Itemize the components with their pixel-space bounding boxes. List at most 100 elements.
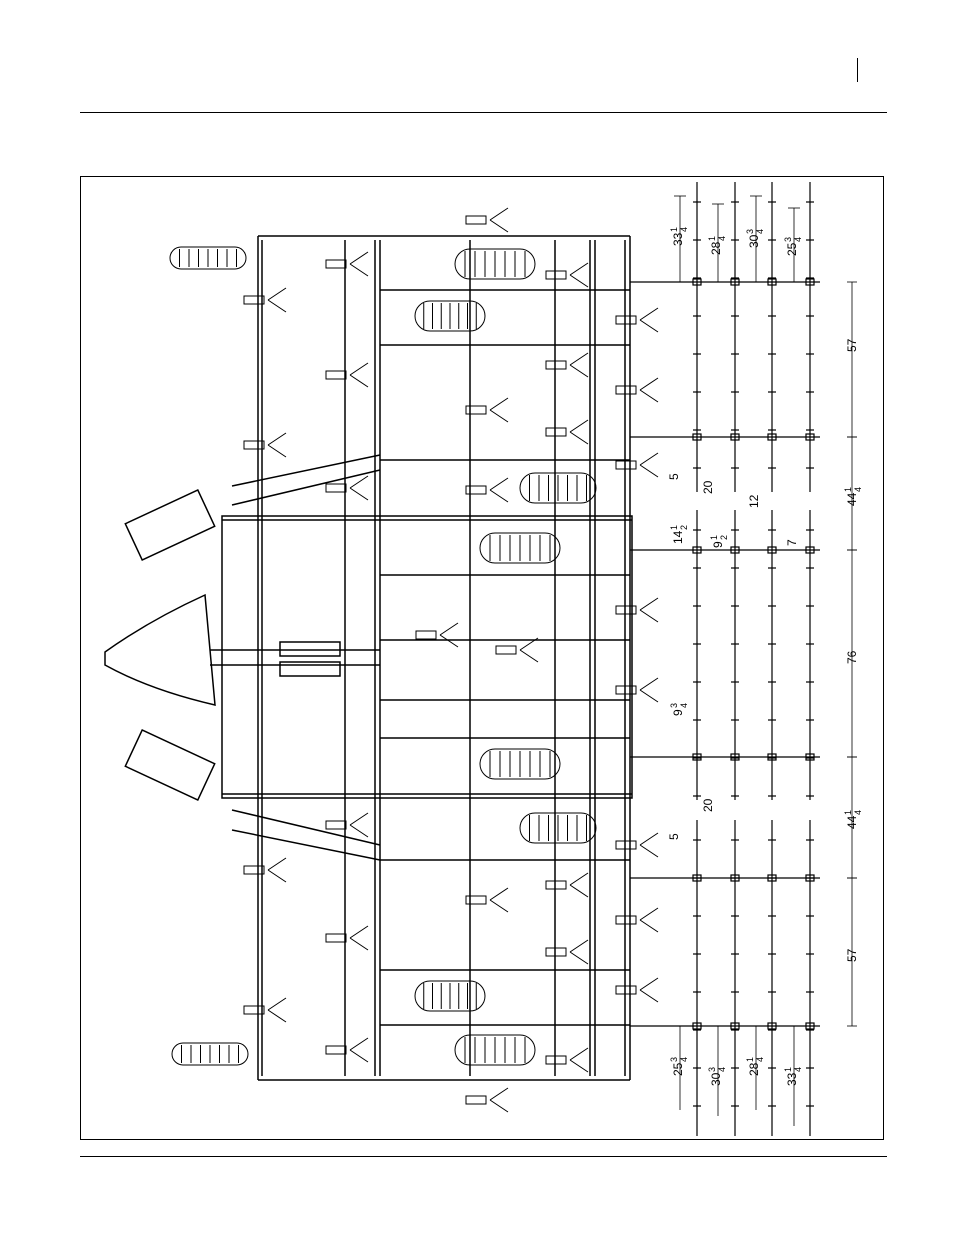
shank-sweep-8	[350, 926, 368, 950]
shank-mount-3	[244, 1006, 264, 1014]
svg-text:33: 33	[785, 1072, 799, 1086]
shank-mount-23	[616, 461, 636, 469]
dim-bottom-row-4: 33 1 4	[783, 1067, 803, 1086]
dim-span-upper-wing: 57	[845, 338, 859, 352]
svg-text:1: 1	[745, 1057, 755, 1062]
svg-text:33: 33	[671, 232, 685, 246]
shank-mount-13	[466, 896, 486, 904]
shank-mount-0	[244, 296, 264, 304]
svg-text:1: 1	[709, 535, 719, 540]
shank-mount-26	[616, 841, 636, 849]
svg-text:4: 4	[853, 487, 863, 492]
shank-sweep-28	[640, 978, 658, 1002]
shank-sweep-24	[640, 598, 658, 622]
svg-text:4: 4	[717, 236, 727, 241]
shank-sweep-16	[570, 353, 588, 377]
dim-span-upper-gap: 44 1 4	[843, 487, 863, 506]
svg-text:25: 25	[671, 1062, 685, 1076]
svg-text:28: 28	[747, 1062, 761, 1076]
wing-fold-upper-2	[232, 470, 380, 505]
wing-fold-lower-2	[232, 830, 380, 860]
shank-mount-17	[546, 428, 566, 436]
svg-text:9: 9	[671, 709, 685, 716]
shank-sweep-10	[490, 208, 508, 232]
svg-text:76: 76	[845, 650, 859, 664]
dim-span-lower-gap: 44 1 4	[843, 810, 863, 829]
shank-mount-25	[616, 686, 636, 694]
wing-fold-upper-1	[232, 455, 380, 486]
shank-mount-2	[244, 866, 264, 874]
shank-sweep-5	[350, 363, 368, 387]
svg-text:1: 1	[669, 227, 679, 232]
frame-structure	[105, 236, 632, 1080]
svg-text:1: 1	[843, 487, 853, 492]
hitch-cylinder-upper	[125, 490, 214, 560]
svg-text:12: 12	[747, 494, 761, 508]
shank-sweep-22	[640, 378, 658, 402]
hitch-cylinder-lower	[125, 730, 214, 800]
shank-mount-11	[466, 406, 486, 414]
svg-text:20: 20	[701, 480, 715, 494]
center-frame	[222, 516, 632, 798]
svg-text:2: 2	[719, 535, 729, 540]
dim-offset-upper-20: 20	[701, 480, 715, 494]
dim-bottom-row-2: 30 3 4	[707, 1067, 727, 1086]
shank-sweep-2	[268, 858, 286, 882]
shank-sweep-30	[440, 623, 458, 647]
svg-text:14: 14	[671, 530, 685, 544]
shank-mount-14	[466, 1096, 486, 1104]
shank-mount-19	[546, 948, 566, 956]
shank-sweep-13	[490, 888, 508, 912]
shank-mount-22	[616, 386, 636, 394]
shank-sweep-18	[570, 873, 588, 897]
shank-mount-7	[326, 821, 346, 829]
svg-text:3: 3	[783, 237, 793, 242]
harrow-section	[630, 182, 820, 1136]
dim-bottom-row-1: 25 3 4	[669, 1057, 689, 1076]
dim-center-c: 12	[747, 494, 761, 508]
svg-text:4: 4	[853, 810, 863, 815]
svg-text:4: 4	[755, 229, 765, 234]
shank-mount-28	[616, 986, 636, 994]
svg-text:25: 25	[785, 242, 799, 256]
shank-sweep-6	[350, 476, 368, 500]
svg-text:1: 1	[707, 236, 717, 241]
shank-mount-27	[616, 916, 636, 924]
shank-sweep-19	[570, 940, 588, 964]
svg-text:4: 4	[717, 1067, 727, 1072]
shank-mount-24	[616, 606, 636, 614]
shank-sweep-26	[640, 833, 658, 857]
dim-top-row-3: 30 3 4	[745, 229, 765, 248]
svg-text:4: 4	[679, 227, 689, 232]
shank-mount-21	[616, 316, 636, 324]
shank-sweep-0	[268, 288, 286, 312]
svg-text:1: 1	[783, 1067, 793, 1072]
dim-center-d: 7	[785, 539, 799, 546]
svg-text:5: 5	[667, 473, 681, 480]
dim-offset-upper-5: 5	[667, 473, 681, 480]
svg-text:4: 4	[793, 1067, 803, 1072]
dim-center-b: 9 1 2	[709, 535, 729, 548]
hydraulic-cylinder-2	[280, 662, 340, 676]
shank-mount-12	[466, 486, 486, 494]
wing-fold-lower-1	[232, 810, 380, 845]
shank-mount-30	[416, 631, 436, 639]
shank-sweep-14	[490, 1088, 508, 1112]
svg-text:30: 30	[709, 1072, 723, 1086]
shank-sweep-11	[490, 398, 508, 422]
shank-mount-16	[546, 361, 566, 369]
svg-text:3: 3	[745, 229, 755, 234]
svg-text:3: 3	[669, 1057, 679, 1062]
dim-top-row-1: 33 1 4	[669, 227, 689, 246]
svg-text:5: 5	[667, 833, 681, 840]
dim-top-row-4: 25 3 4	[783, 237, 803, 256]
shank-sweep-21	[640, 308, 658, 332]
shank-sweep-1	[268, 433, 286, 457]
svg-text:2: 2	[679, 525, 689, 530]
shank-sweep-20	[570, 1048, 588, 1072]
svg-text:57: 57	[845, 948, 859, 962]
svg-text:7: 7	[785, 539, 799, 546]
svg-text:44: 44	[845, 492, 859, 506]
shank-sweep-7	[350, 813, 368, 837]
